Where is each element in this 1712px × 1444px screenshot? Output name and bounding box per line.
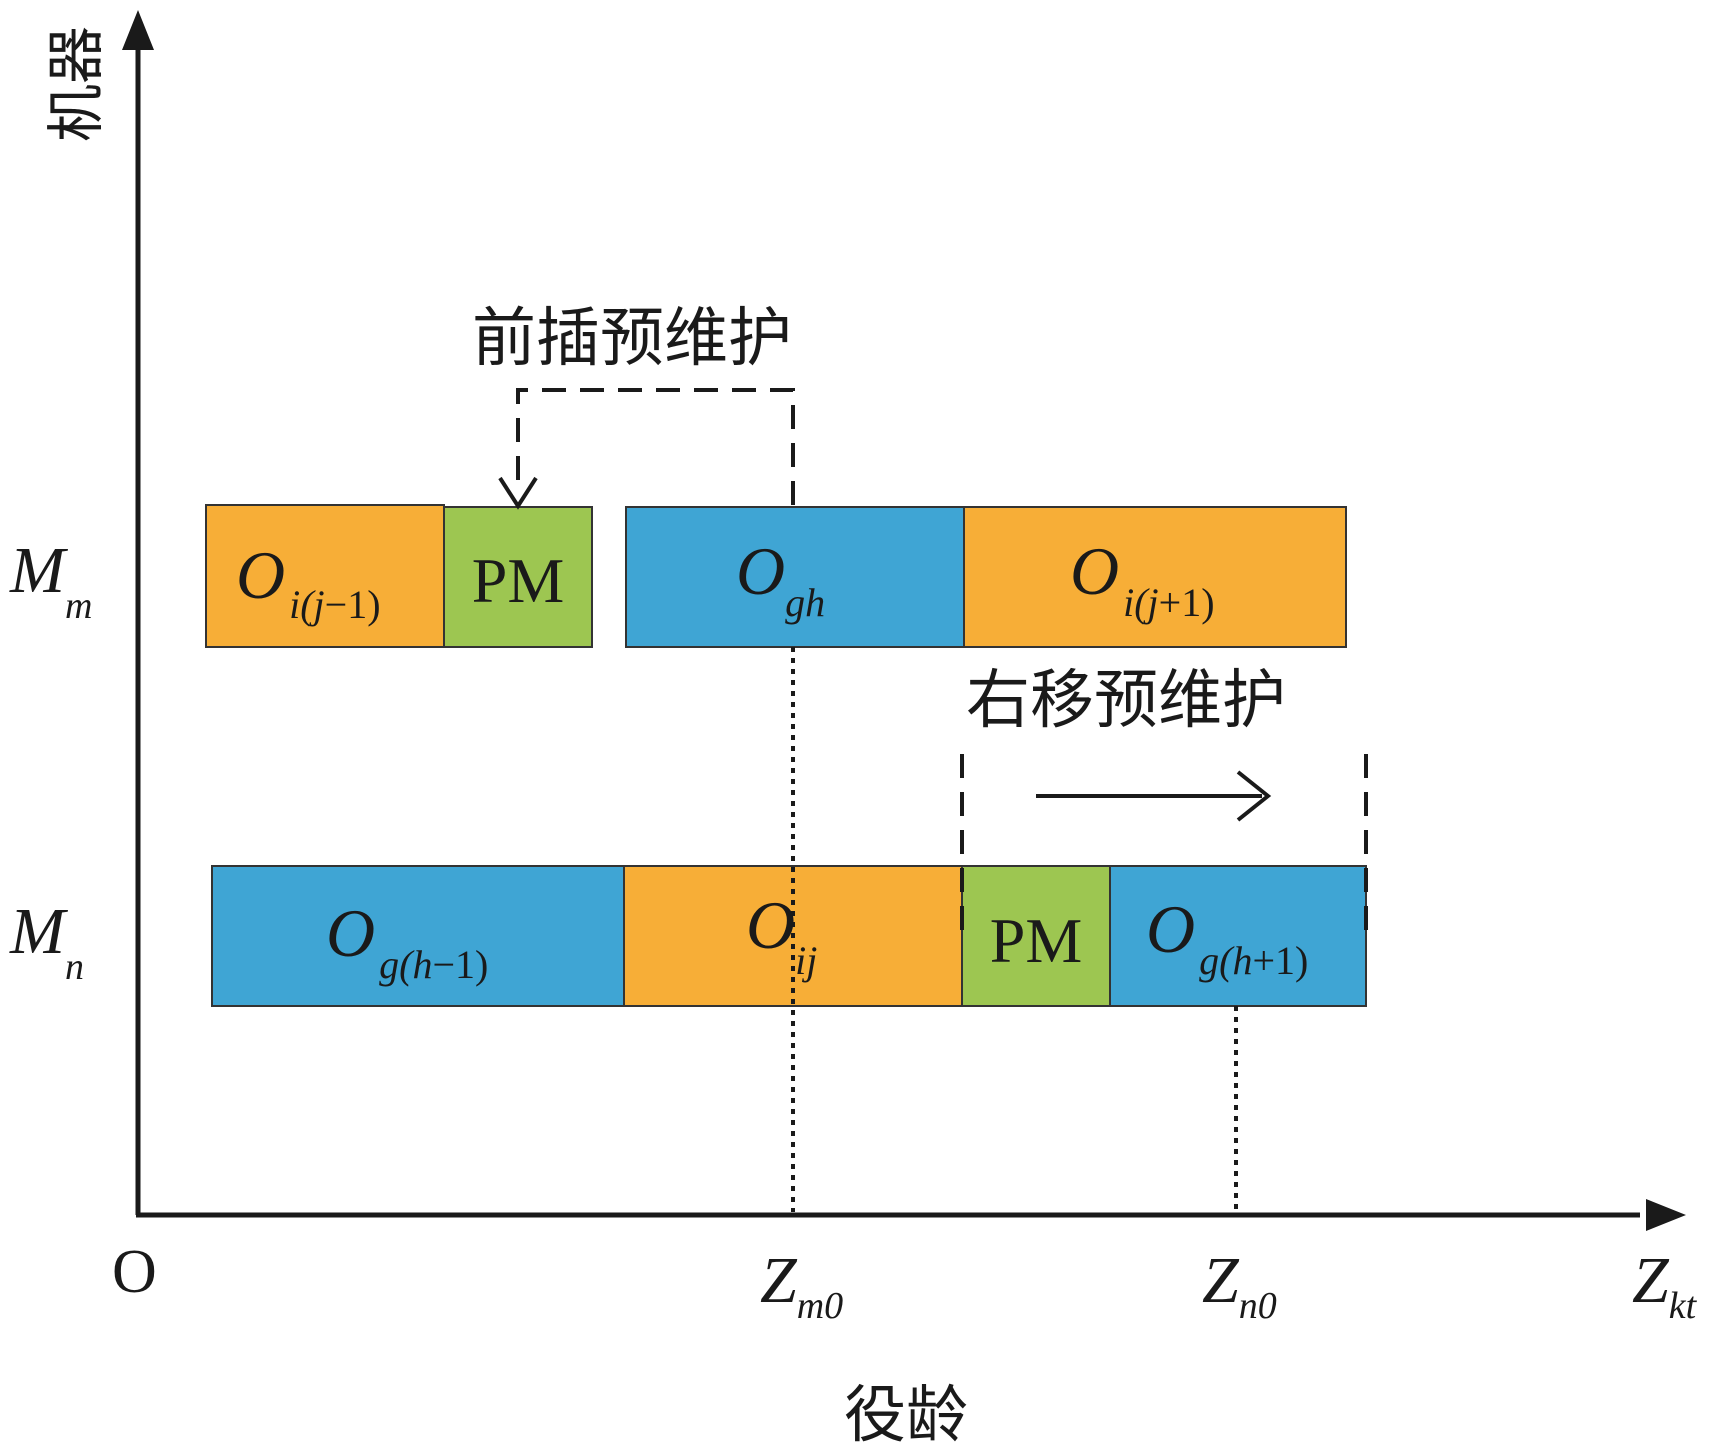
bar-n-op-next bbox=[1109, 865, 1367, 1007]
y-axis-arrow bbox=[122, 10, 154, 50]
forward-insert-arrowhead bbox=[498, 476, 538, 510]
right-shift-arrowhead bbox=[1236, 770, 1272, 822]
machine-label-m: Mm bbox=[9, 534, 92, 627]
y-axis-label: 机器 bbox=[42, 26, 110, 142]
label-m-op-gh: Ogh bbox=[736, 533, 825, 625]
bar-m-op-prev bbox=[205, 504, 445, 648]
x-axis-label: 役龄 bbox=[844, 1378, 968, 1444]
machine-label-n: Mn bbox=[9, 895, 84, 988]
tick-z-kt: Zkt bbox=[1632, 1244, 1698, 1327]
x-axis-arrow bbox=[1646, 1199, 1686, 1231]
label-m-pm: PM bbox=[472, 545, 565, 616]
bar-m-op-next bbox=[963, 506, 1347, 648]
origin-label: O bbox=[112, 1238, 157, 1306]
label-n-op-ij: Oij bbox=[746, 887, 817, 983]
forward-insert-bracket bbox=[516, 388, 795, 505]
tick-z-n0: Zn0 bbox=[1202, 1244, 1277, 1327]
bar-m-op-gh bbox=[625, 506, 965, 648]
tick-z-m0: Zm0 bbox=[760, 1244, 843, 1327]
label-n-pm: PM bbox=[990, 905, 1083, 976]
right-shift-label: 右移预维护 bbox=[966, 664, 1286, 738]
forward-insert-label: 前插预维护 bbox=[472, 302, 792, 376]
bar-n-op-prev bbox=[211, 865, 625, 1007]
